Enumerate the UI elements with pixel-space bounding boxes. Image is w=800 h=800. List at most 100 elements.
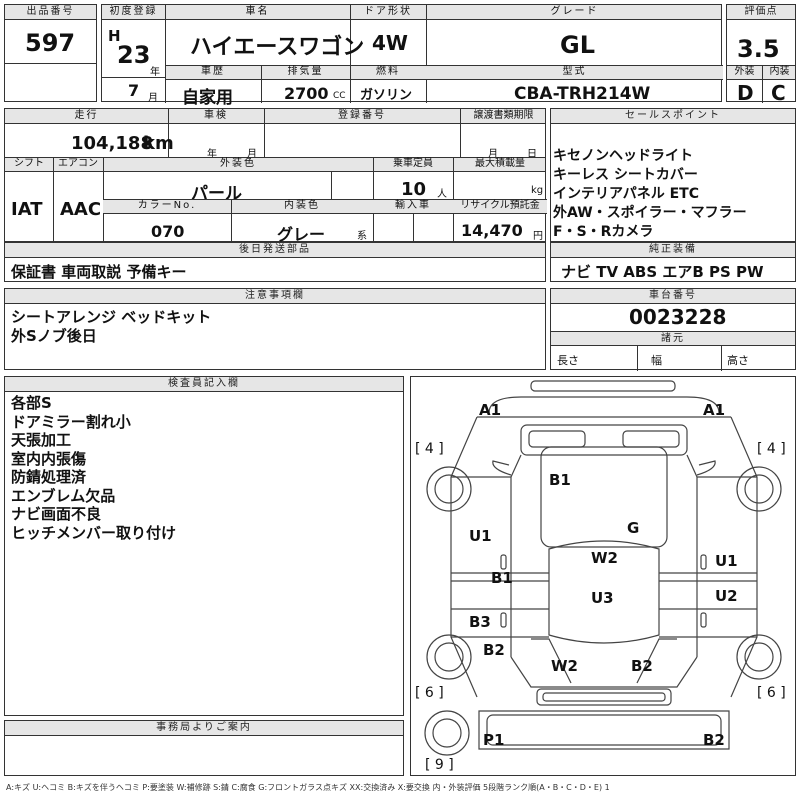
notes-line: シートアレンジ ベッドキット: [11, 308, 212, 326]
sales-points-box: セールスポイント キセノンヘッドライトキーレス シートカバーインテリアパネル E…: [550, 108, 796, 242]
tire-front-left: [ 4 ]: [415, 441, 444, 457]
score: 3.5: [737, 35, 780, 63]
exterior-grade-label: 外装: [734, 66, 755, 77]
interior-grade: C: [771, 81, 786, 105]
later-parts-label: 後日発送部品: [5, 243, 545, 258]
tire-rear-left: [ 6 ]: [415, 685, 444, 701]
recycle-unit: 円: [533, 231, 543, 242]
mark-u3: U3: [591, 589, 614, 607]
mark-a1-right: A1: [703, 401, 726, 419]
capacity-unit: 人: [437, 189, 447, 200]
later-parts-box: 後日発送部品 保証書 車両取説 予備キー: [4, 242, 546, 282]
spec-grid-box: 走行 車検 登録番号 譲渡書類期限 104,188 km 年 月 月 日 シフト…: [4, 108, 547, 244]
displacement: 2700: [284, 84, 329, 103]
sales-point-line: 外AW・スポイラー・マフラー: [553, 205, 747, 221]
shift: IAT: [11, 199, 43, 220]
legend-footer: A:キズ U:ヘコミ B:キズを伴うヘコミ P:要塗装 W:補修跡 S:錆 C:…: [6, 783, 610, 792]
chassis-number: 0023228: [629, 305, 727, 329]
mark-u2: U2: [715, 587, 738, 605]
door-label: ドア形状: [364, 6, 412, 17]
door-type: 4W: [372, 31, 408, 55]
capacity-label: 乗車定員: [393, 158, 433, 169]
width-label: 幅: [651, 354, 662, 367]
chassis-box: 車台番号 0023228 諸元 長さ 幅 高さ: [550, 288, 796, 371]
car-diagram-box: A1 A1 [ 4 ] [ 4 ] B1 G U1 W2 U1 B1 U3 U2…: [410, 376, 796, 776]
inspection-year-unit: 年: [207, 149, 217, 160]
mark-b2-rear: B2: [631, 657, 653, 675]
equipment-box: 純正装備 ナビ TV ABS エアB PS PW: [550, 242, 796, 282]
fuel: ガソリン: [360, 88, 413, 103]
vehicle-header-box: 初度登録 車名 ドア形状 グレード H 23 年 7 月 ハイエースワゴン 4W…: [101, 4, 723, 108]
displacement-label: 排気量: [287, 66, 324, 77]
mark-b3: B3: [469, 613, 491, 631]
mark-u1-left: U1: [469, 527, 492, 545]
mark-w2-rear: W2: [551, 657, 578, 675]
inspector-note: ドアミラー割れ小: [11, 412, 131, 431]
interior-grade-label: 内装: [769, 66, 790, 77]
fuel-label: 燃料: [376, 66, 400, 77]
mileage-label: 走行: [74, 110, 99, 121]
spare-tire-mark: [ 9 ]: [425, 757, 454, 773]
interior-color-label: 内装色: [284, 200, 320, 211]
mark-g: G: [627, 519, 640, 537]
model-label: 型式: [562, 66, 587, 77]
max-load-unit: kg: [531, 185, 544, 196]
dims-label: 諸元: [551, 332, 795, 346]
shift-label: シフト: [14, 158, 44, 169]
mileage-unit: km: [143, 133, 174, 154]
transfer-day-unit: 日: [527, 149, 537, 160]
transfer-label: 譲渡書類期限: [473, 110, 534, 121]
car-body-diagram: [424, 380, 782, 756]
month-unit: 月: [148, 93, 158, 104]
exterior-grade: D: [737, 81, 754, 105]
mark-u1-right: U1: [715, 552, 738, 570]
history: 自家用: [182, 88, 233, 108]
mark-a1-left: A1: [479, 401, 502, 419]
color-no-label: カラーNo.: [137, 200, 197, 211]
notes-label: 注意事項欄: [5, 289, 545, 304]
sales-point-line: F・S・Rカメラ: [553, 224, 654, 240]
score-box: 評価点 3.5 外装 内装 D C: [726, 4, 796, 105]
import-label: 輸入車: [395, 200, 431, 211]
office-label: 事務局よりご案内: [5, 721, 403, 736]
inspection-month-unit: 月: [247, 149, 257, 160]
car-name: ハイエースワゴン: [190, 35, 365, 60]
reg-number-label: 登録番号: [338, 110, 386, 121]
car-name-label: 車名: [245, 6, 270, 17]
max-load-label: 最大積載量: [475, 158, 525, 169]
length-label: 長さ: [557, 354, 579, 367]
lot-number: 597: [25, 29, 76, 57]
lot-number-box: 出品番号 597: [4, 4, 97, 102]
inspector-label: 検査員記入欄: [5, 377, 403, 392]
mark-p1: P1: [483, 731, 505, 749]
mark-w2-center: W2: [591, 549, 618, 567]
height-label: 高さ: [727, 354, 749, 367]
inspector-note: 各部S: [11, 394, 52, 412]
mark-b1-mid: B1: [491, 569, 513, 587]
lot-number-label: 出品番号: [5, 5, 96, 20]
history-label: 車歴: [201, 66, 225, 77]
color-number: 070: [151, 222, 185, 241]
inspection-label: 車検: [204, 110, 228, 121]
recycle-label: リサイクル預託金: [460, 200, 540, 211]
color-label: 外装色: [220, 158, 256, 169]
mark-b2-bottom: B2: [703, 731, 725, 749]
later-parts-value: 保証書 車両取説 予備キー: [11, 263, 187, 281]
year-unit: 年: [150, 67, 160, 78]
grade: GL: [560, 31, 595, 59]
reg-month: 7: [128, 81, 140, 100]
era-prefix: H: [108, 27, 121, 45]
inspector-note: ナビ画面不良: [11, 505, 102, 523]
equipment-value: ナビ TV ABS エアB PS PW: [561, 263, 764, 281]
sales-points-label: セールスポイント: [551, 109, 795, 124]
ac-label: エアコン: [58, 158, 98, 169]
office-box: 事務局よりご案内: [4, 720, 404, 776]
sales-point-line: インテリアパネル ETC: [553, 186, 699, 202]
score-label: 評価点: [727, 5, 795, 20]
capacity: 10: [401, 179, 427, 200]
grade-label: グレード: [550, 6, 599, 17]
sales-point-line: キーレス シートカバー: [553, 167, 698, 183]
mark-b1-top: B1: [549, 471, 571, 489]
inspector-note: エンブレム欠品: [11, 486, 116, 505]
